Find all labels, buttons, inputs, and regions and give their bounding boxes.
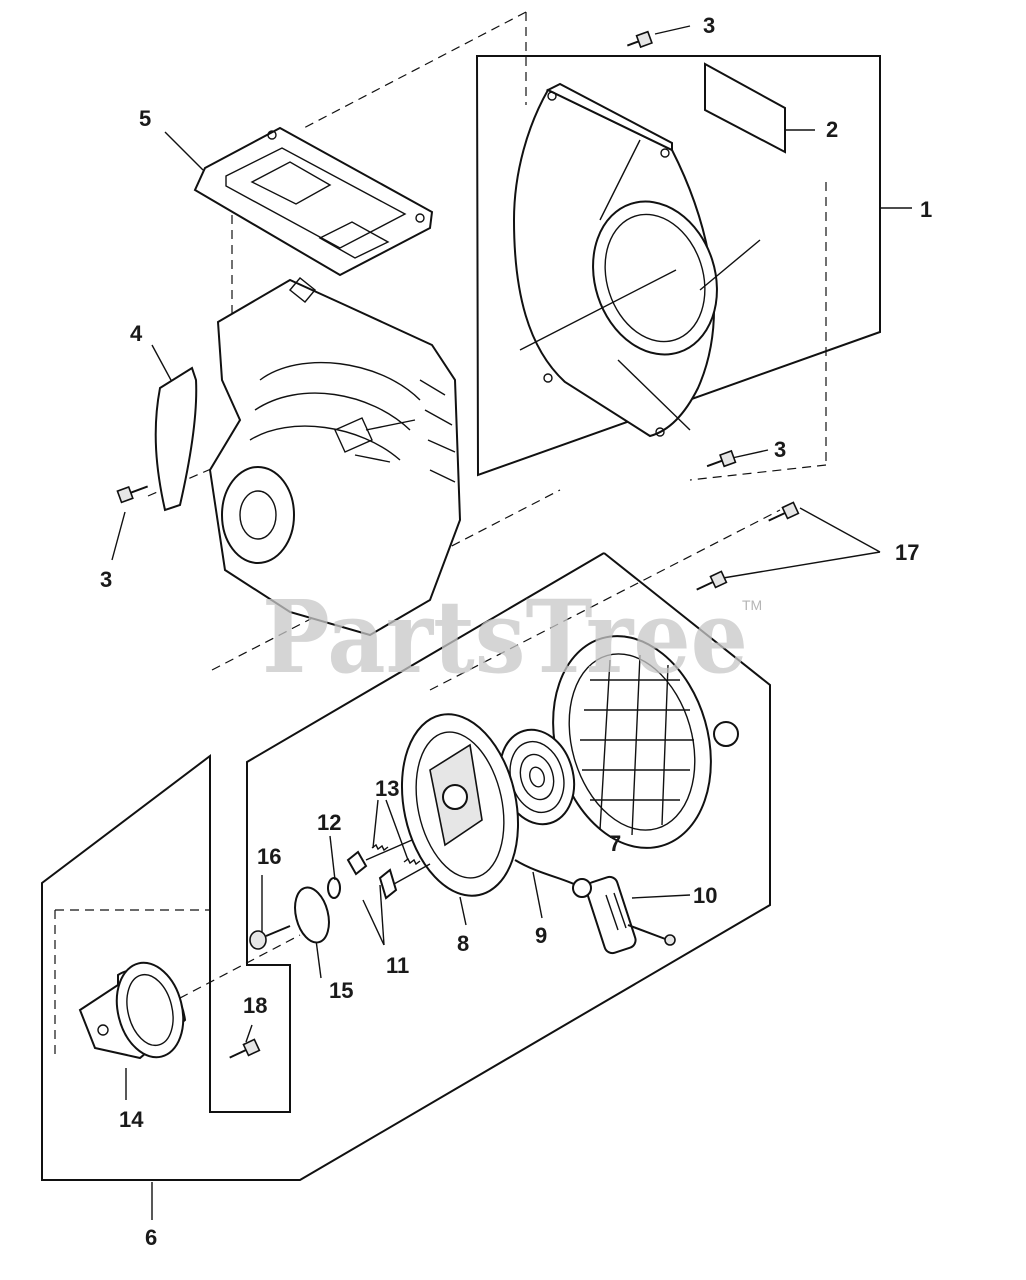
spring-parts	[371, 843, 421, 866]
callout-10: 10	[693, 883, 717, 908]
starter-cup-part	[78, 961, 187, 1060]
bracket-6-starter-assembly	[41, 552, 771, 1181]
callout-16: 16	[257, 844, 281, 869]
callout-18: 18	[243, 993, 267, 1018]
friction-plate-part	[294, 886, 330, 944]
watermark-trademark: TM	[742, 597, 762, 613]
callout-15: 15	[329, 978, 353, 1003]
leader-lines	[111, 25, 912, 1220]
callout-13: 13	[375, 776, 399, 801]
callout-labels: 1 2 3 3 3 4 5 6 7 8 9 10 11 12 13 14 15 …	[100, 13, 932, 1250]
engine-block-part	[208, 277, 462, 637]
starter-handle-part	[572, 875, 676, 955]
starter-rope-part	[514, 859, 583, 889]
pulley-part	[400, 713, 520, 897]
center-screw-part	[249, 925, 291, 950]
callout-3-right: 3	[774, 437, 786, 462]
callout-14: 14	[119, 1107, 144, 1132]
callout-6: 6	[145, 1225, 157, 1250]
callout-3-top: 3	[703, 13, 715, 38]
screw-parts	[116, 30, 800, 1059]
shield-part	[154, 366, 198, 512]
callout-3-left: 3	[100, 567, 112, 592]
ring-part	[327, 877, 341, 899]
bracket-1-blower-housing	[475, 55, 881, 477]
callout-9: 9	[535, 923, 547, 948]
watermark-text: PartsTree	[262, 578, 748, 696]
callout-1: 1	[920, 197, 932, 222]
callout-8: 8	[457, 931, 469, 956]
callout-4: 4	[130, 321, 143, 346]
starter-cover-part	[552, 635, 739, 849]
callout-11: 11	[386, 953, 409, 978]
blower-housing-part	[512, 82, 761, 438]
decal-part	[704, 62, 786, 154]
callout-17: 17	[895, 540, 919, 565]
callout-5: 5	[139, 106, 151, 131]
callout-7: 7	[609, 831, 621, 856]
callout-2: 2	[826, 117, 838, 142]
recoil-spring-part	[498, 728, 576, 826]
gasket-part	[193, 126, 434, 277]
pawl-parts	[346, 839, 431, 900]
callout-12: 12	[317, 810, 341, 835]
